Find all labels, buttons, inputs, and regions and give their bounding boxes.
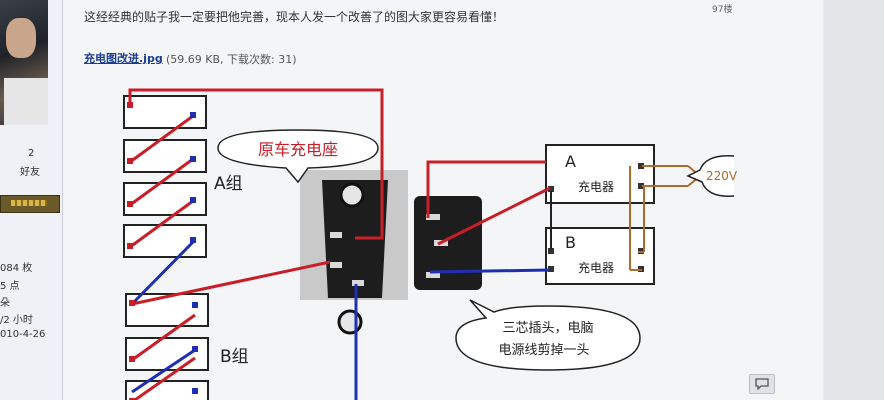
friends-label[interactable]: 好友 (20, 167, 40, 178)
stat-register-date: 010-4-26 (0, 329, 46, 340)
avatar[interactable] (0, 0, 48, 125)
battery-boxes-b (125, 293, 209, 400)
charger-a (545, 144, 655, 204)
socket-pin (330, 262, 342, 268)
battery-box (125, 293, 209, 327)
floor-number: 97楼 (712, 5, 733, 15)
stat-coins: 084 枚 (0, 263, 33, 274)
comment-icon (755, 378, 769, 390)
stat-points: 5 点 (0, 281, 20, 292)
socket-callout (217, 129, 379, 184)
page-margin (824, 0, 884, 400)
medal-badge (0, 195, 60, 213)
terminal (548, 266, 554, 272)
plug-pin (426, 214, 440, 220)
attachment-info: (59.69 KB, 下载次数: 31) (166, 53, 297, 66)
group-a-label: A组 (214, 174, 243, 194)
plug-callout-line1: 三芯插头，电脑 (502, 321, 593, 336)
charger-b (545, 227, 655, 285)
charger-b-letter: B (565, 233, 576, 252)
plug-pin (426, 272, 440, 278)
red-wires (128, 88, 551, 400)
friends-count[interactable]: 2 (28, 148, 35, 159)
ac-label: 220V (706, 169, 738, 183)
socket-pin (330, 232, 342, 238)
post-text: 这经经典的贴子我一定要把他完善，现本人发一个改善了的图大家更容易看懂！ (84, 10, 505, 24)
author-sidebar: 2 好友 084 枚 5 点 朵 /2 小时 010-4-26 (0, 0, 63, 400)
battery-boxes-a (123, 95, 207, 258)
battery-box (125, 380, 209, 400)
terminal (638, 163, 644, 169)
socket-callout-text: 原车充电座 (258, 140, 338, 159)
comment-button[interactable] (749, 374, 775, 394)
plug-callout-line2: 电源线剪掉一头 (498, 342, 589, 358)
attachment-link[interactable]: 充电图改进.jpg (84, 52, 163, 65)
charger-a-letter: A (565, 152, 576, 171)
socket-pin (352, 280, 364, 286)
ac-callout (686, 155, 735, 197)
plug-callout (455, 299, 641, 371)
terminal (638, 183, 644, 189)
socket-screw-top (339, 182, 365, 208)
charger-b-label: 充电器 (578, 260, 614, 275)
stat-online-time: /2 小时 (0, 315, 33, 326)
charger-a-label: 充电器 (578, 179, 614, 194)
socket-screw-bottom (337, 309, 363, 335)
stat-flowers: 朵 (0, 298, 10, 309)
wiring-diagram[interactable]: 原车充电座 A组 B组 A B 充电器 充电器 220V 三芯插头，电脑 电源线… (63, 70, 763, 400)
blue-wires (130, 238, 551, 400)
battery-terminals (127, 102, 198, 400)
group-b-label: B组 (220, 347, 249, 367)
terminal (548, 186, 554, 192)
terminal (548, 248, 554, 254)
